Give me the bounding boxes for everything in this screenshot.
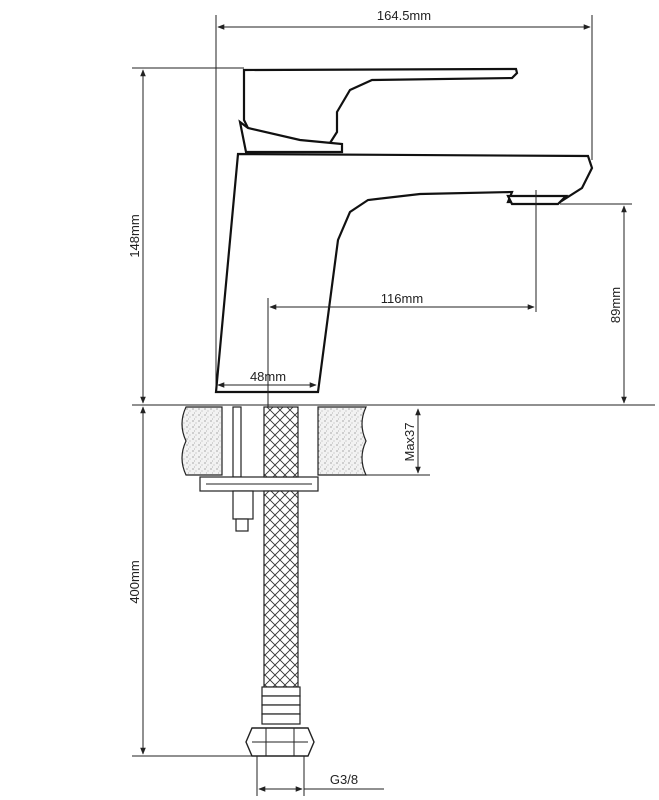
- spout-reach-label: 116mm: [381, 291, 423, 306]
- handle-lever: [242, 67, 519, 145]
- mounting-hardware: [199, 406, 319, 532]
- stud-end: [235, 518, 249, 532]
- spout-height-label: 89mm: [608, 287, 623, 323]
- overall-height-dimension: 148mm: [127, 67, 655, 406]
- spout-reach-dimension: 116mm: [267, 190, 537, 410]
- cartridge-cap: [238, 119, 344, 154]
- hose-length-dimension: 400mm: [127, 406, 252, 757]
- hose-length-label: 400mm: [127, 560, 142, 603]
- spout-body: [214, 152, 594, 394]
- overall-height-label: 148mm: [127, 214, 142, 257]
- base-diameter-label: 48mm: [250, 369, 286, 384]
- braided-hose: [261, 406, 301, 725]
- max-thickness-label: Max37: [402, 422, 417, 461]
- spout-height-dimension: 89mm: [560, 203, 632, 404]
- countertop-left: [181, 406, 223, 476]
- hose-nut: [245, 727, 315, 757]
- base-diameter-dimension: 48mm: [217, 369, 317, 388]
- aerator: [506, 194, 569, 206]
- thread-label: G3/8: [330, 772, 358, 787]
- overall-width-label: 164.5mm: [377, 8, 431, 23]
- countertop-section: [181, 406, 367, 476]
- threaded-stud: [232, 490, 254, 520]
- shank: [232, 406, 242, 478]
- max-thickness-dimension: Max37: [366, 408, 430, 476]
- faucet-body: [214, 67, 594, 394]
- thread-dimension: G3/8: [256, 756, 384, 796]
- overall-width-dimension: 164.5mm: [215, 8, 593, 390]
- countertop-right: [317, 406, 367, 476]
